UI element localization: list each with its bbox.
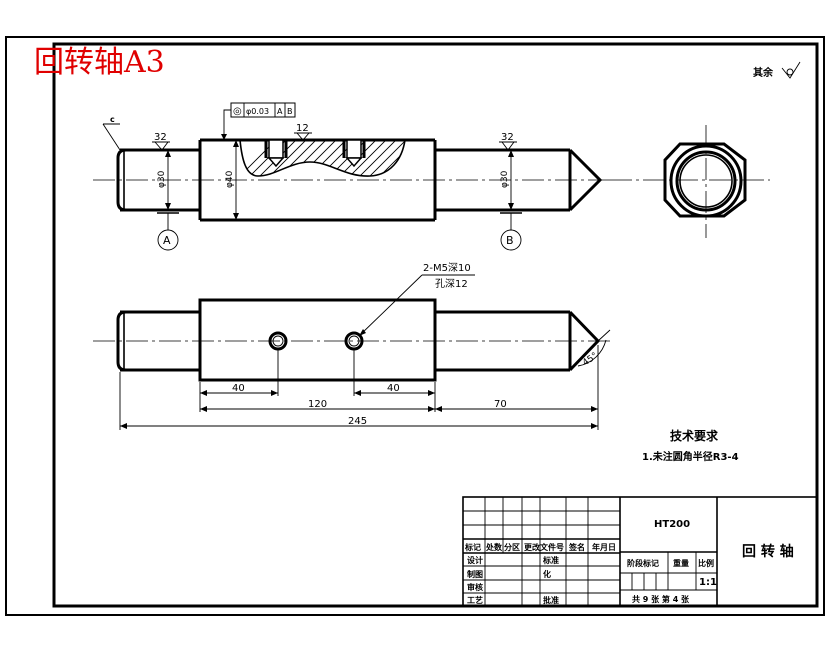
svg-text:审核: 审核 xyxy=(467,582,483,592)
svg-text:工艺: 工艺 xyxy=(467,595,483,605)
section-hatching xyxy=(239,139,406,177)
svg-text:设计: 设计 xyxy=(467,555,483,565)
inner-frame xyxy=(52,42,819,608)
svg-text:B: B xyxy=(506,234,514,247)
tb-header-1: 处数 xyxy=(485,542,503,552)
tolerance-frame: ◎ φ0.03 A B xyxy=(221,102,296,140)
svg-text:12: 12 xyxy=(296,123,309,134)
surface-finish-note: 其余 xyxy=(753,61,801,79)
tb-part-name: 回 转 轴 xyxy=(742,543,794,560)
hole-right xyxy=(344,331,364,351)
tech-requirements: 技术要求 1.未注圆角半径R3-4 xyxy=(642,428,739,463)
top-view: 2-M5深10 孔深12 45° 40 40 xyxy=(93,262,612,430)
svg-text:A: A xyxy=(277,107,283,116)
svg-text:1:1: 1:1 xyxy=(699,577,717,588)
tb-header-4: 签名 xyxy=(568,542,585,552)
dim-40-right: 40 xyxy=(354,383,435,396)
dim-245: 245 xyxy=(120,416,598,429)
tb-material: HT200 xyxy=(654,519,690,530)
svg-text:φ30: φ30 xyxy=(157,170,167,188)
dim-70: 70 xyxy=(435,399,598,412)
tb-header-2: 分区 xyxy=(504,542,520,552)
svg-text:120: 120 xyxy=(308,399,327,410)
svg-text:32: 32 xyxy=(501,132,514,143)
roughness-symbol-mid: 12 xyxy=(294,123,312,141)
svg-text:阶段标记: 阶段标记 xyxy=(627,558,659,568)
svg-text:2-M5深10: 2-M5深10 xyxy=(423,262,471,274)
hole-left xyxy=(268,331,288,351)
datum-a: A xyxy=(157,212,179,251)
title-overlay: 回转轴A3 xyxy=(34,45,165,80)
svg-text:40: 40 xyxy=(232,383,245,394)
roughness-symbol-right: 32 xyxy=(499,132,517,151)
chamfer-callout: c xyxy=(102,115,121,151)
svg-text:φ30: φ30 xyxy=(500,170,510,188)
svg-text:技术要求: 技术要求 xyxy=(670,428,719,443)
roughness-symbol-left: 32 xyxy=(152,132,170,151)
tb-header-0: 标记 xyxy=(464,542,481,552)
svg-text:32: 32 xyxy=(154,132,167,143)
dim-d30-left: φ30 xyxy=(157,150,171,210)
svg-text:245: 245 xyxy=(348,416,367,427)
svg-text:φ0.03: φ0.03 xyxy=(246,107,269,116)
svg-text:40: 40 xyxy=(387,383,400,394)
side-view xyxy=(663,125,747,238)
svg-text:批准: 批准 xyxy=(543,595,559,605)
svg-text:B: B xyxy=(287,107,293,116)
svg-text:1.未注圆角半径R3-4: 1.未注圆角半径R3-4 xyxy=(642,450,739,463)
tb-header-5: 年月日 xyxy=(592,542,616,552)
svg-text:◎: ◎ xyxy=(233,106,242,117)
svg-text:标准: 标准 xyxy=(542,555,559,565)
outer-border xyxy=(5,36,825,616)
title-block: 标记 处数 分区 更改文件号 签名 年月日 设计 制图 审核 工艺 标准 化 批… xyxy=(462,496,818,607)
dim-40-left: 40 xyxy=(200,383,278,396)
dim-120: 120 xyxy=(200,399,435,412)
svg-text:比例: 比例 xyxy=(698,558,714,568)
dim-d40: φ40 xyxy=(225,140,239,220)
svg-text:A: A xyxy=(163,234,171,247)
datum-b: B xyxy=(500,212,522,251)
svg-text:孔深12: 孔深12 xyxy=(435,278,468,290)
svg-text:重量: 重量 xyxy=(673,558,689,568)
svg-text:共 9 张 第 4 张: 共 9 张 第 4 张 xyxy=(632,594,690,604)
svg-text:其余: 其余 xyxy=(753,66,774,79)
svg-text:70: 70 xyxy=(494,399,507,410)
svg-text:φ40: φ40 xyxy=(225,170,235,188)
front-view: c 32 12 32 ◎ φ0.03 A B xyxy=(93,102,770,251)
hole-note: 2-M5深10 孔深12 xyxy=(358,262,475,337)
dim-d30-right: φ30 xyxy=(500,150,514,210)
svg-text:c: c xyxy=(110,115,115,124)
tb-header-3: 更改文件号 xyxy=(524,542,564,552)
svg-text:化: 化 xyxy=(543,569,551,579)
svg-text:制图: 制图 xyxy=(467,569,483,579)
